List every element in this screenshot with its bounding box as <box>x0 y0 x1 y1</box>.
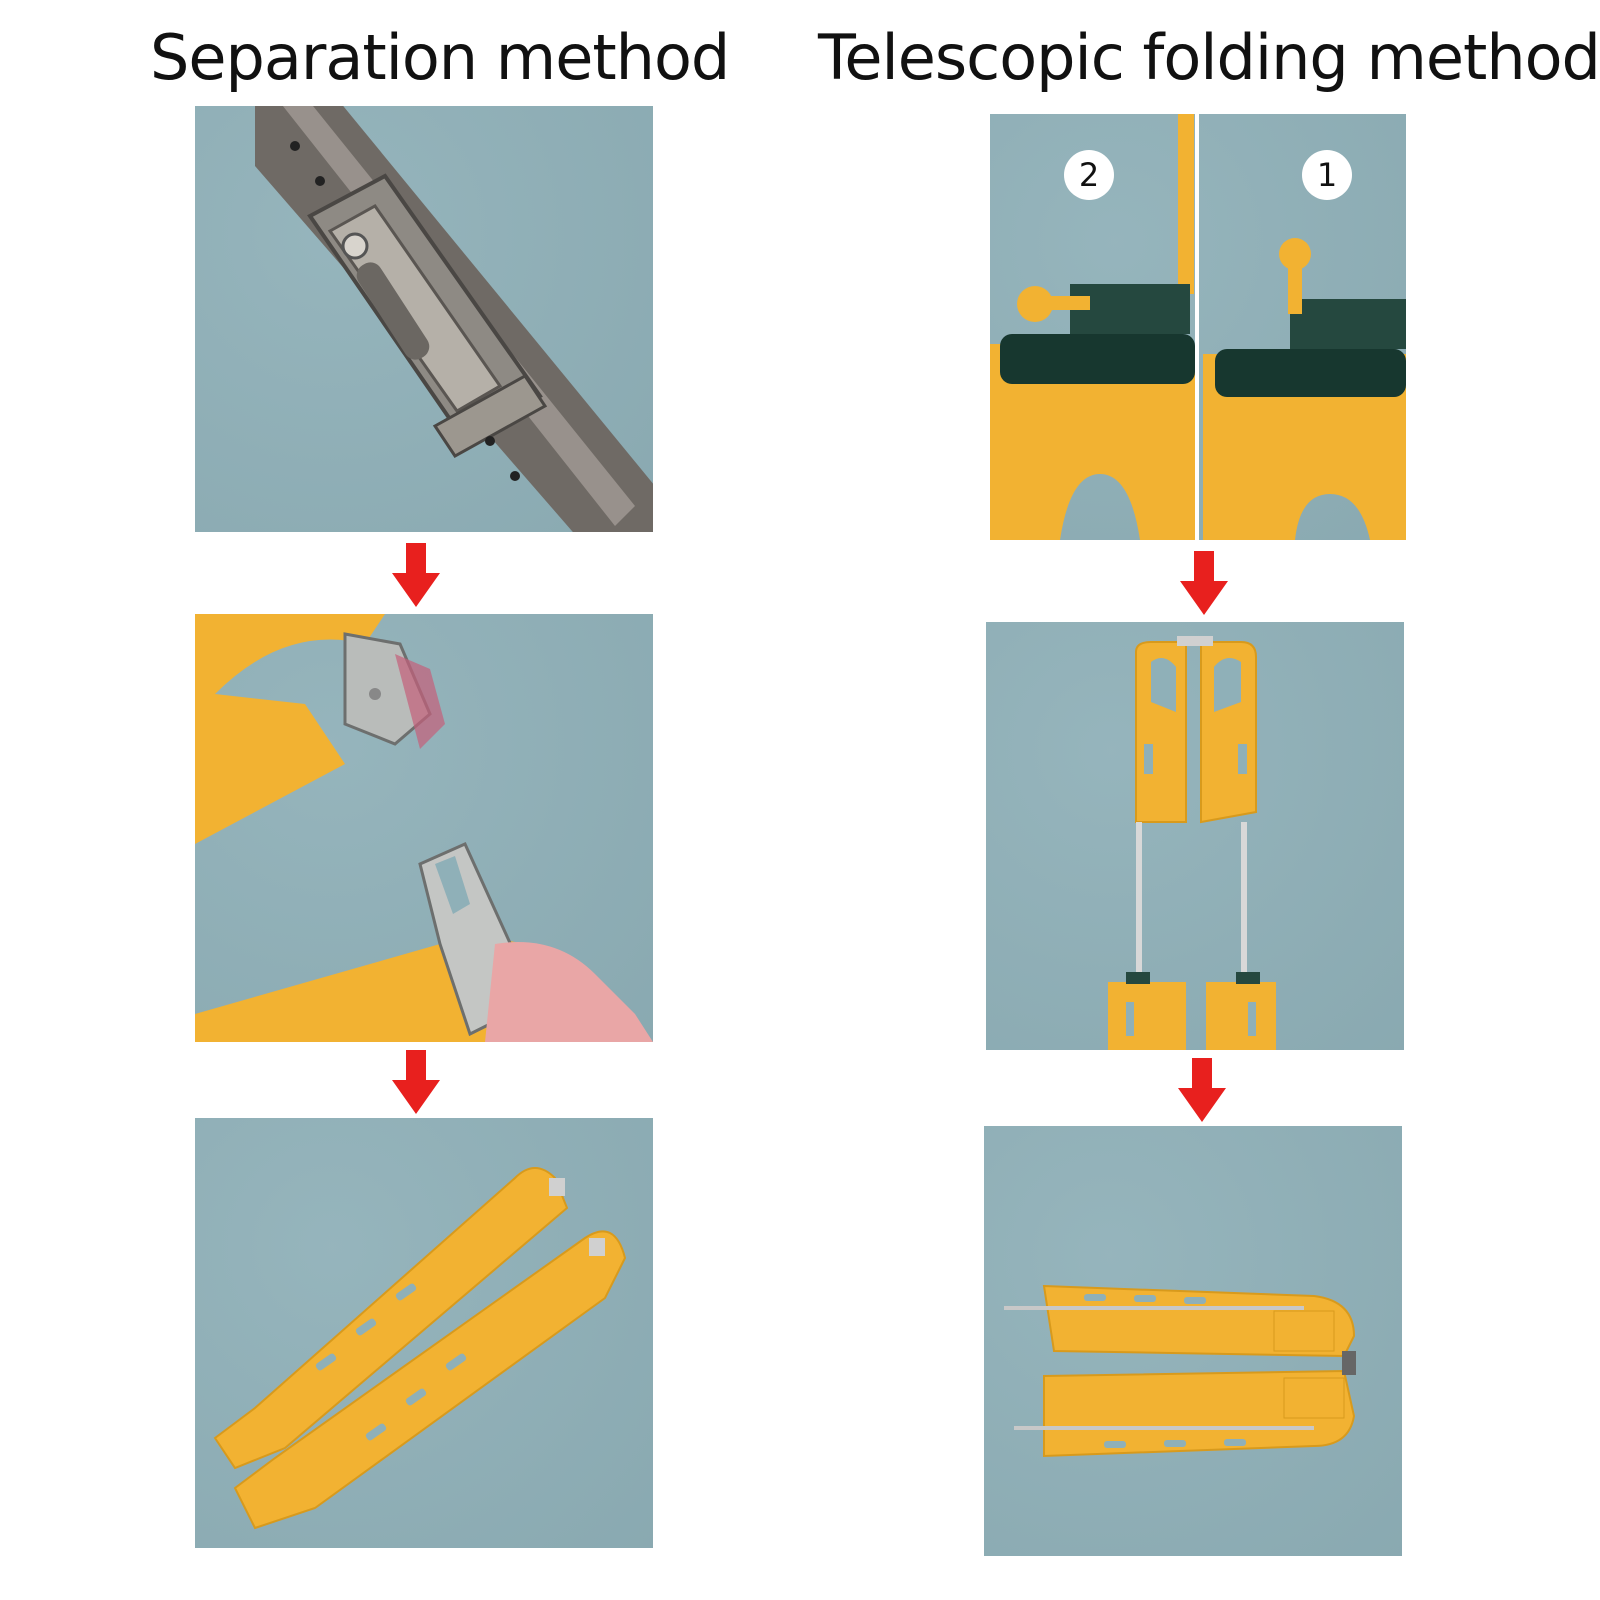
telescopic-step-2-photo <box>986 622 1404 1050</box>
telescopic-step-3-photo <box>984 1126 1402 1556</box>
separated-joint-illustration <box>195 614 653 1042</box>
step-number-badge-2: 2 <box>1064 150 1114 200</box>
metal-tube-lock-illustration <box>255 106 653 532</box>
step-number-badge-1: 1 <box>1302 150 1352 200</box>
separation-step-2-photo <box>195 614 653 1042</box>
folded-stretcher-illustration <box>1004 1284 1356 1458</box>
red-down-arrow-icon <box>392 1050 440 1114</box>
telescopic-folding-method-title: Telescopic folding method <box>818 21 1600 94</box>
red-down-arrow-icon <box>392 543 440 607</box>
separation-step-3-photo <box>195 1118 653 1548</box>
separated-stretcher-halves-illustration <box>213 1167 627 1530</box>
latch-closeup-illustration <box>990 114 1406 540</box>
red-down-arrow-icon <box>1178 1058 1226 1122</box>
separation-method-title: Separation method <box>150 21 730 94</box>
red-down-arrow-icon <box>1180 551 1228 615</box>
separation-step-1-photo <box>195 106 653 532</box>
extended-telescopic-frame-illustration <box>1108 636 1276 1050</box>
telescopic-step-1-photo: 2 1 <box>990 114 1406 540</box>
